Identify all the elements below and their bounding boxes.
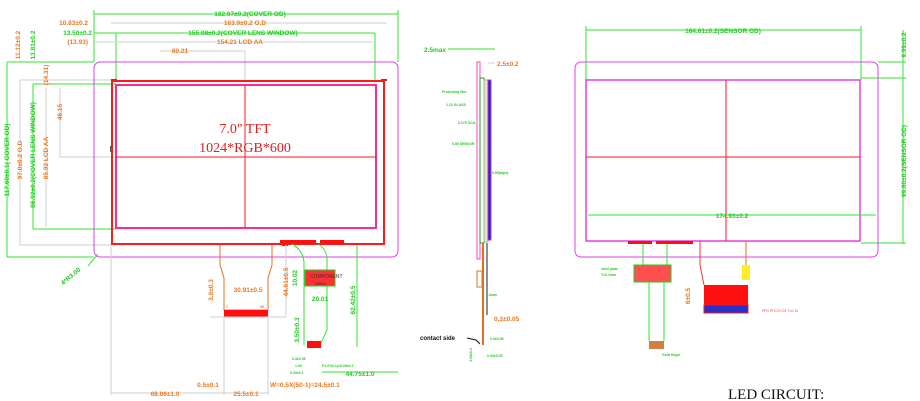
dim-text: 0.3±0.05 xyxy=(490,337,504,341)
dim-text: 0.3±0.05 xyxy=(494,316,520,323)
bond-pad-right xyxy=(320,240,344,244)
dim-text: 86.92±0.2(COVER LENS WINDOW) xyxy=(30,102,37,208)
bond-pad-left xyxy=(628,241,652,244)
dim-text: 182.07±0.2(COVER OD) xyxy=(214,11,285,18)
backlight-side xyxy=(487,79,492,241)
steel-plate xyxy=(633,264,672,283)
dim-text: 0.30±0.1 xyxy=(290,371,304,375)
dim-text: 62.42±0.5 xyxy=(350,285,357,314)
pin-label: 50 xyxy=(260,305,264,309)
main-fpc xyxy=(219,245,273,311)
dim-text: 10.02 xyxy=(292,269,299,286)
component-area xyxy=(304,269,336,287)
lcd-side xyxy=(479,77,485,244)
dim-text: 4*R3.00 xyxy=(60,266,83,287)
dim-text: 0.3±0.05 xyxy=(292,357,306,361)
layer-label: Protecting film xyxy=(442,90,467,94)
dim-text: 97.0±0.2 O.D xyxy=(17,140,24,179)
cover-outline-rear xyxy=(574,61,879,258)
dim-text: 30.91±0.5 xyxy=(234,287,263,294)
led-fpc-body xyxy=(704,285,748,305)
dim-text: 2.5max xyxy=(424,47,446,54)
dim-text: 46.15 xyxy=(57,103,64,120)
dim-text: 3.00±0.3 xyxy=(469,348,473,362)
dim-text: 9.99±0.2 xyxy=(901,32,908,58)
dim-text: 68.06±1.0 xyxy=(151,391,180,398)
dim-text: 154.21 LCD AA xyxy=(217,39,263,46)
touch-fpc-neck xyxy=(642,244,668,265)
dim-text: (14.31) xyxy=(43,65,50,86)
dim-text: 163.9±0.2 O.D xyxy=(224,20,267,27)
led-fpc-contacts xyxy=(703,304,749,314)
contact-side-leader xyxy=(466,337,481,345)
layer-label: 0.55 SENSOR xyxy=(452,142,475,146)
layer-label: 1.10 GLASS xyxy=(446,103,467,107)
dim-text: 80.21 xyxy=(172,48,189,55)
dim-text: 164.61±0.2(SENSOR OD) xyxy=(685,28,761,35)
note-text: Gold finger xyxy=(662,353,681,357)
gold-finger xyxy=(649,341,664,349)
note-text: FPC PITCH 0.5 T=0.12 xyxy=(762,309,798,313)
dim-text: 13.81±0.2 xyxy=(30,30,37,59)
bond-pad-right xyxy=(656,241,693,244)
layer-label: 0.55(tape) xyxy=(492,171,508,175)
dim-text: 44.61±0.5 xyxy=(283,267,290,296)
panel-resolution-label: 1024*RGB*600 xyxy=(199,141,291,156)
layer-label: 0.175 OCA xyxy=(458,121,476,125)
dim-text: P1.0*(6-1)=5.00±0.1 xyxy=(322,364,354,368)
lcd-corner-marks xyxy=(110,79,388,246)
dim-text: 85.92 LCD AA xyxy=(43,137,50,180)
lcd-od-outline xyxy=(111,80,385,245)
dim-text: 10.83±0.2 xyxy=(59,20,88,27)
side-view: 2.5max 2.5±0.2 Protecting film 1.10 GLAS… xyxy=(420,47,520,362)
dim-text: 44.75±1.0 xyxy=(346,371,375,378)
front-view: 182.07±0.2(COVER OD) 10.83±0.2 163.9±0.2… xyxy=(4,10,399,398)
stiffener-side xyxy=(476,270,483,288)
dim-text: W=0.5X(50-1)=24.5±0.1 xyxy=(270,382,340,389)
contact-side-label: contact side xyxy=(420,336,456,342)
rear-view: 164.61±0.2(SENSOR OD) 9.99±0.2 99.60±0.2… xyxy=(574,26,908,401)
component-sub-label: AREA xyxy=(315,281,326,286)
led-component xyxy=(742,265,750,280)
dim-text: 99.60±0.2(SENSOR OD) xyxy=(901,125,908,197)
panel-size-label: 7.0" TFT xyxy=(219,122,271,137)
dim-text: 2.5±0.2 xyxy=(497,61,519,68)
dim-text: 1.00 xyxy=(295,364,302,368)
dim-text: 13.50±0.2 xyxy=(63,30,92,37)
dim-text: 174.93±0.2 xyxy=(716,213,749,220)
led-circuit-heading: LED CIRCUIT: xyxy=(728,387,824,401)
dim-text: 0.3mm xyxy=(486,293,497,297)
note-text: T=0.2mm xyxy=(601,273,616,277)
dim-text: 3.8±0.3 xyxy=(208,279,215,301)
sensor-outline xyxy=(585,79,861,242)
note-text: steel plate xyxy=(601,267,618,271)
dim-text: 6±0.5 xyxy=(685,288,692,305)
component-label: COMPONENT xyxy=(310,274,343,280)
dim-text: 20.01 xyxy=(312,296,329,303)
cover-outline xyxy=(93,61,399,258)
dim-text: 11.12±0.2 xyxy=(15,30,22,59)
dim-text: 25.5±0.1 xyxy=(233,391,259,398)
dim-text: 117.60±0.1( COVER OD) xyxy=(4,124,11,197)
bond-pad-left xyxy=(280,240,316,244)
dim-text: 0.30±0.05 xyxy=(487,354,503,358)
dim-text: (13.93) xyxy=(67,39,88,46)
touch-fpc-contacts xyxy=(307,341,321,348)
dim-text: 155.08±0.2(COVER LENS WINDOW) xyxy=(188,30,297,37)
sensor-side xyxy=(483,79,489,243)
dim-text: 3.50±0.3 xyxy=(294,317,301,343)
led-fpc xyxy=(699,241,705,286)
dim-text: 0.5±0.1 xyxy=(197,382,219,389)
touch-fpc xyxy=(291,243,328,346)
touch-fpc-tail xyxy=(648,282,665,341)
pin-label: 1 xyxy=(226,305,228,309)
fpc-contact-pads xyxy=(224,310,268,317)
